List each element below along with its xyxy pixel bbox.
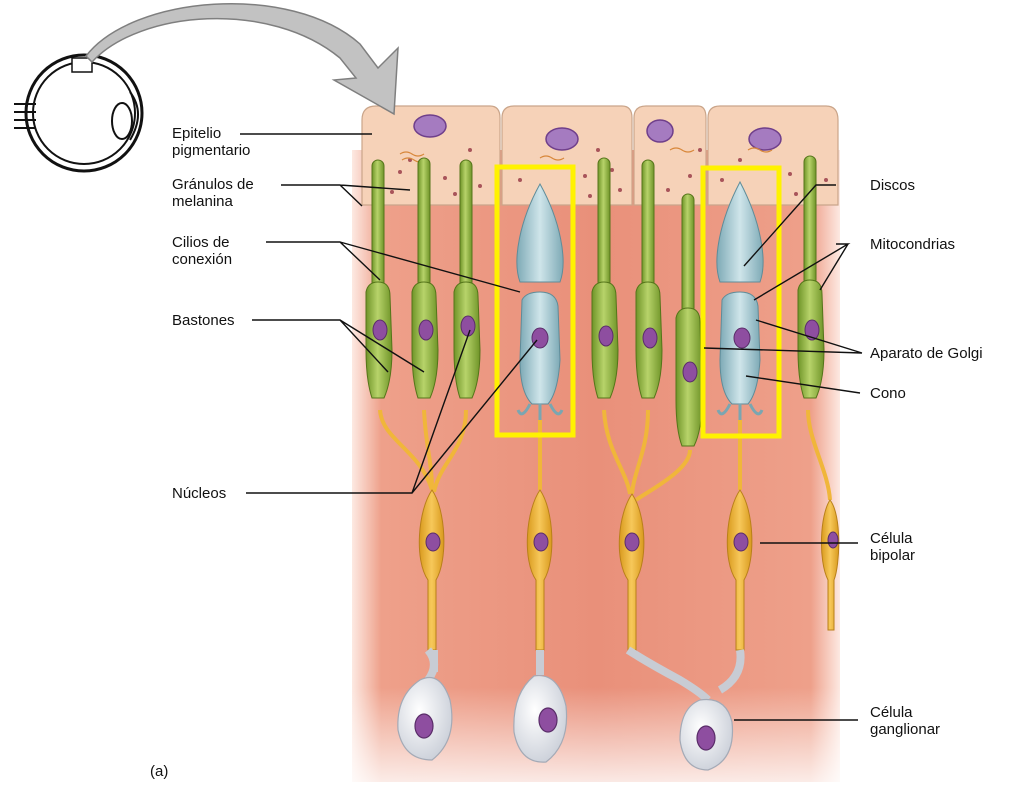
cone-highlight-box: [700, 165, 782, 439]
label-granulos-melanina: Gránulos de melanina: [172, 176, 254, 210]
label-celula-ganglionar: Célula ganglionar: [870, 704, 941, 738]
bipolar-cell: [526, 489, 553, 651]
panel-label: (a): [150, 763, 169, 780]
label-mitocondrias: Mitocondrias: [870, 236, 956, 253]
label-cono: Cono: [870, 385, 906, 402]
label-aparato-golgi: Aparato de Golgi: [870, 345, 983, 362]
label-celula-bipolar: Célula bipolar: [870, 530, 916, 564]
label-nucleos: Núcleos: [172, 485, 227, 502]
rod-1: [365, 159, 393, 399]
rod-7: [797, 155, 825, 399]
ganglion-cell: [397, 647, 453, 761]
ganglion-cell: [513, 650, 568, 763]
label-discos: Discos: [870, 177, 916, 194]
label-cilios-conexion: Cilios de conexión: [172, 234, 233, 268]
photoreceptor-axons: [378, 409, 832, 502]
label-bastones: Bastones: [172, 312, 235, 329]
epithelium-nuclei: [413, 114, 782, 151]
label-epitelio-pigmentario: Epitelio pigmentario: [172, 125, 251, 159]
zoom-arrow: [85, 3, 399, 116]
bipolar-cells: [418, 489, 840, 651]
leader-lines: [240, 133, 863, 721]
ganglion-cells: [397, 646, 745, 771]
eye-icon: [14, 53, 144, 173]
ganglion-cell: [625, 646, 745, 771]
rod-4: [591, 157, 619, 399]
rod-6: [675, 193, 703, 447]
bipolar-cell: [726, 489, 753, 651]
cone-highlight-box: [494, 164, 576, 438]
bipolar-cell: [821, 499, 840, 631]
epithelium-golgi: [399, 147, 773, 163]
cone-1: [516, 182, 564, 420]
rod-5: [635, 159, 663, 399]
